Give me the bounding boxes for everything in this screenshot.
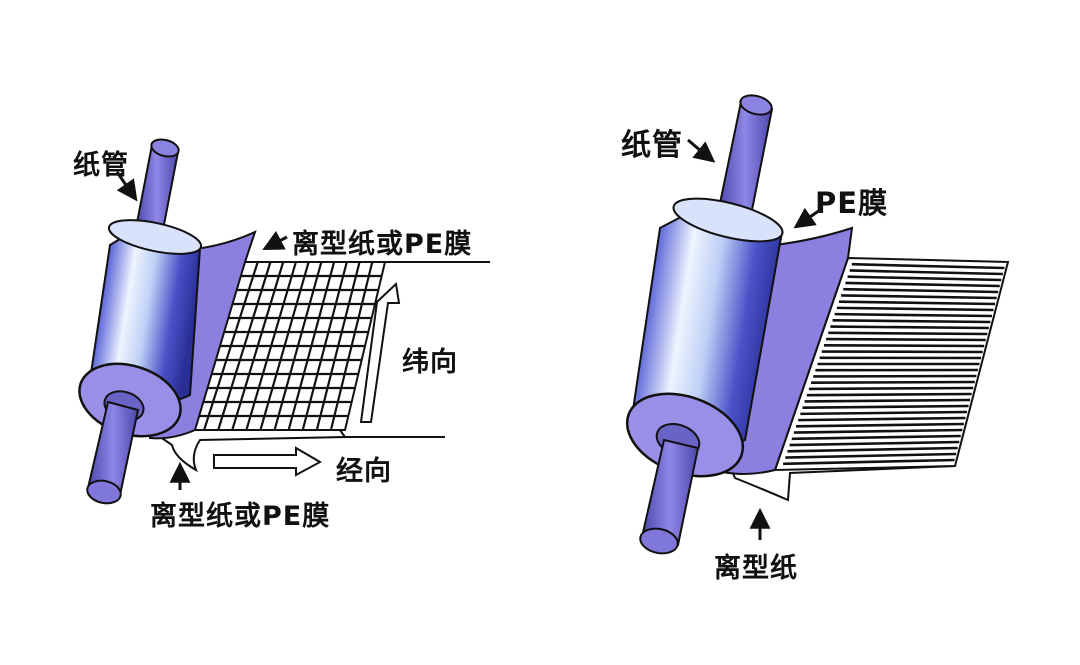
stripe-line xyxy=(851,262,1005,270)
right-core-arrow xyxy=(687,138,716,163)
stripe-line xyxy=(804,398,971,403)
stripe-line xyxy=(841,294,997,300)
left-top-film-label: 离型纸或PE膜 xyxy=(292,229,473,260)
left-roll-core xyxy=(78,219,203,438)
left-core-arrow xyxy=(115,171,138,202)
stripe-line xyxy=(843,287,999,294)
right-paper-label: 离型纸 xyxy=(714,553,798,584)
stripe-line xyxy=(811,380,975,385)
stripe-line xyxy=(796,422,964,428)
stripe-line xyxy=(845,281,1000,288)
stripe-line xyxy=(783,458,955,466)
left-warp-label: 经向 xyxy=(336,456,392,487)
stripe-line xyxy=(828,331,988,336)
right-core-rod-lower xyxy=(639,438,700,555)
right-film-label: PE膜 xyxy=(815,186,889,220)
stripe-line xyxy=(834,312,992,318)
right-core-label: 纸管 xyxy=(621,128,683,163)
left-weft-arrow xyxy=(359,281,401,423)
stripe-line xyxy=(789,440,960,447)
right-striped-sheet xyxy=(773,256,1010,472)
left-core-rod-lower xyxy=(86,400,140,505)
stripe-line xyxy=(830,325,989,330)
stripe-line xyxy=(793,428,963,434)
stripe-line xyxy=(791,434,961,441)
stripe-line xyxy=(832,319,991,324)
left-bottom-film-label: 离型纸或PE膜 xyxy=(150,501,331,532)
stripe-line xyxy=(847,275,1002,282)
left-figure xyxy=(78,138,490,505)
left-weft-label: 纬向 xyxy=(402,347,458,378)
stripe-line xyxy=(823,343,985,348)
stripe-line xyxy=(806,392,972,397)
stripe-line xyxy=(836,306,994,312)
stripe-line xyxy=(800,410,968,416)
right-core-rod-upper xyxy=(716,94,774,222)
stripe-line xyxy=(802,404,969,409)
stripe-line xyxy=(785,452,957,459)
left-core-label: 纸管 xyxy=(73,150,129,181)
stripe-line xyxy=(808,386,974,391)
right-figure xyxy=(625,94,1010,555)
stripe-line xyxy=(787,446,958,453)
right-film-arrow xyxy=(793,207,821,229)
left-top-film-arrow xyxy=(262,230,288,250)
left-warp-arrow xyxy=(213,446,323,477)
left-bottom-release-paper xyxy=(146,429,347,473)
stripe-line xyxy=(849,269,1003,276)
stripe-line xyxy=(826,337,986,342)
right-release-paper xyxy=(728,465,956,502)
right-roll-core xyxy=(625,197,784,478)
stripe-line xyxy=(838,300,996,306)
stripe-line xyxy=(798,416,966,422)
left-grid-fabric xyxy=(188,261,387,431)
